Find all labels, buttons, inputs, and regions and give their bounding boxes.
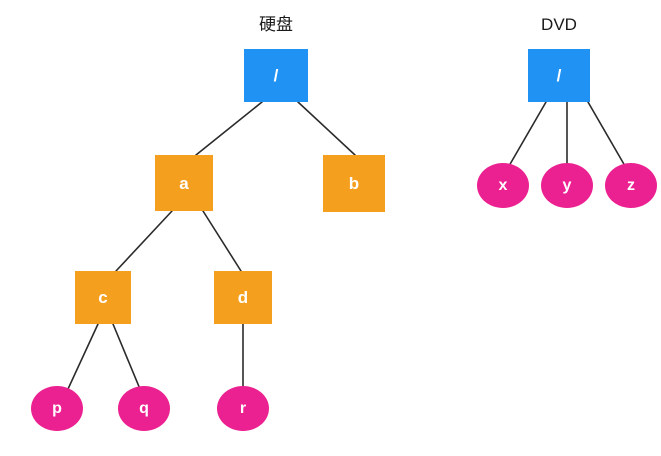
tree-node-label: z — [627, 176, 635, 194]
tree-label-hard-disk-tree: 硬盘 — [259, 15, 293, 34]
tree-node-dvd-root[interactable]: / — [528, 49, 590, 102]
tree-edge-hd-c-to-hd-q — [112, 323, 141, 390]
tree-node-label: d — [237, 288, 249, 307]
tree-edge-dvd-root-to-dvd-z — [587, 101, 626, 167]
tree-node-hd-d[interactable]: d — [214, 271, 272, 324]
tree-node-hd-p[interactable]: p — [31, 386, 83, 431]
tree-node-hd-c[interactable]: c — [75, 271, 131, 324]
tree-node-hd-root[interactable]: / — [244, 49, 308, 102]
tree-edge-hd-root-to-hd-a — [195, 101, 263, 156]
tree-node-label: r — [239, 399, 247, 417]
tree-edge-hd-a-to-hd-d — [202, 210, 242, 272]
tree-node-label: p — [52, 399, 62, 417]
tree-node-label: c — [98, 288, 108, 307]
tree-node-label: y — [562, 176, 572, 194]
tree-node-label: / — [273, 66, 279, 85]
tree-node-hd-b[interactable]: b — [323, 155, 385, 212]
tree-node-dvd-z[interactable]: z — [605, 163, 657, 208]
tree-edge-hd-a-to-hd-c — [115, 210, 173, 272]
tree-node-label: / — [556, 66, 562, 85]
tree-label-dvd-tree: DVD — [541, 15, 577, 34]
tree-node-dvd-x[interactable]: x — [477, 163, 529, 208]
tree-edge-hd-root-to-hd-b — [297, 101, 356, 156]
tree-edge-hd-c-to-hd-p — [67, 323, 99, 390]
tree-node-dvd-y[interactable]: y — [541, 163, 593, 208]
tree-node-label: b — [348, 174, 360, 193]
tree-node-hd-a[interactable]: a — [155, 155, 213, 211]
tree-edge-dvd-root-to-dvd-x — [508, 101, 547, 167]
tree-node-hd-q[interactable]: q — [118, 386, 170, 431]
tree-node-label: q — [139, 399, 149, 417]
tree-node-hd-r[interactable]: r — [217, 386, 269, 431]
tree-node-label: x — [498, 176, 508, 194]
tree-node-label: a — [179, 173, 189, 193]
